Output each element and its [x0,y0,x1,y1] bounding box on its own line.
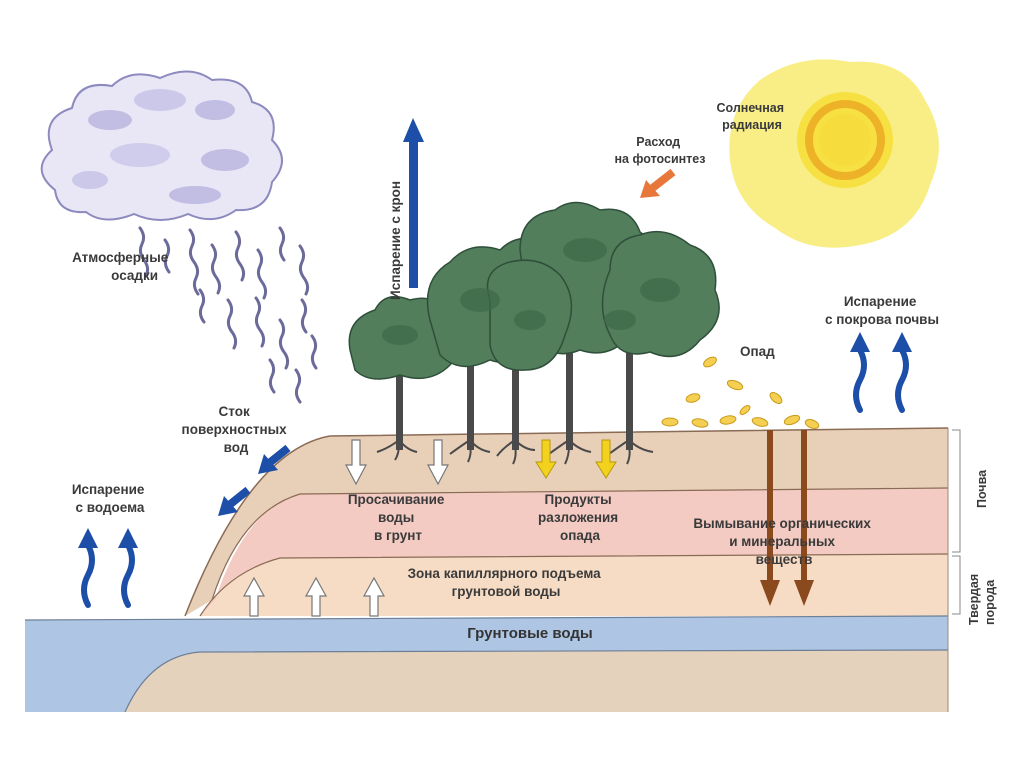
precipitation-label: Атмосферные осадки [72,250,172,283]
water-evaporation-label: Испарение с водоема [72,482,148,515]
litter-label: Опад [740,344,775,359]
groundwater-label: Грунтовые воды [467,625,592,642]
photosynthesis-label: Расход на фотосинтез [615,135,706,166]
soil-evaporation-label: Испарение с покрова почвы [825,294,939,327]
crown-evaporation-label: Испарение с крон [388,181,403,300]
bedrock-layer [120,648,948,712]
photosynthesis-arrow [640,172,673,198]
crown-evaporation-arrow [403,118,424,288]
sun-icon [729,59,939,247]
soil-evaporation-arrows [850,332,912,410]
runoff-label: Сток поверхностных вод [182,404,291,455]
litter-leaves-icon [662,355,820,430]
bedrock-label: Твердая порода [967,570,997,625]
water-evaporation-arrows [78,528,138,605]
cloud-icon [42,71,282,220]
soil-label: Почва [975,469,989,508]
layer-brackets [952,430,960,614]
